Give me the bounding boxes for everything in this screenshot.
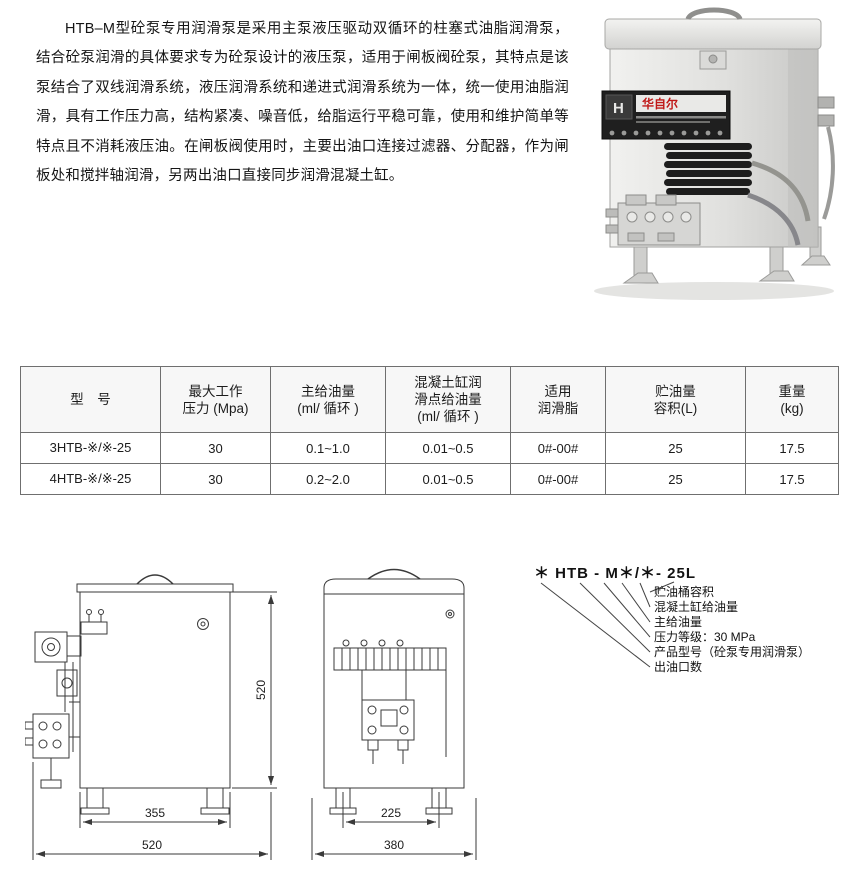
header-line: 润滑脂 — [537, 400, 579, 416]
header-line: (ml/ 循环 ) — [417, 409, 479, 424]
hose-coil — [664, 143, 752, 195]
photo-shadow — [594, 282, 834, 300]
table-row: 4HTB-※/※-25 30 0.2~2.0 0.01~0.5 0#-00# 2… — [20, 463, 839, 495]
dim-inner-width: 225 — [342, 792, 440, 828]
col-header-main-oil-feed: 主给油量 (ml/ 循环 ) — [270, 366, 386, 433]
cell-max-pressure: 30 — [160, 432, 271, 464]
tank-side-shade — [788, 47, 818, 247]
dim-outer-width-label: 520 — [142, 838, 162, 852]
header-line: 主给油量 — [301, 383, 355, 399]
dim-inner-width-label: 225 — [381, 806, 401, 820]
legend-label-outlet-count: 出油口数 — [654, 659, 702, 674]
dim-height-label: 520 — [254, 680, 268, 700]
header-line: 压力 (Mpa) — [182, 400, 249, 416]
legend-label-pressure-grade: 压力等级：30 MPa — [654, 630, 756, 644]
control-panel: H 华自尔 — [601, 90, 731, 140]
cell-weight: 17.5 — [745, 463, 839, 495]
product-photo: H 华自尔 — [594, 7, 835, 300]
header-line: 最大工作 — [188, 383, 243, 399]
cell-model: 3HTB-※/※-25 — [20, 432, 161, 464]
model-code-text: ＊ HTB - M＊/＊- 25L — [534, 565, 696, 582]
cell-max-pressure: 30 — [160, 463, 271, 495]
spec-table: 型 号 最大工作 压力 (Mpa) 主给油量 (ml/ 循环 ) 混凝土缸润 滑… — [20, 366, 839, 495]
outlet-hose — [747, 192, 801, 246]
side-fittings — [817, 96, 835, 220]
header-line: 贮油量 — [655, 383, 696, 399]
legend-label-cylinder-oil-feed: 混凝土缸给油量 — [654, 599, 738, 614]
table-header-row: 型 号 最大工作 压力 (Mpa) 主给油量 (ml/ 循环 ) 混凝土缸润 滑… — [20, 366, 839, 433]
col-header-max-pressure: 最大工作 压力 (Mpa) — [160, 366, 271, 433]
cell-tank-volume: 25 — [605, 463, 746, 495]
dim-height: 520 — [232, 591, 277, 789]
brand-text: 华自尔 — [642, 96, 678, 111]
legend-label-product-model: 产品型号（砼泵专用润滑泵） — [654, 644, 810, 659]
dim-outer-width-label: 380 — [384, 838, 404, 852]
header-line: 型 号 — [70, 392, 111, 407]
col-header-tank-volume: 贮油量 容积(L) — [605, 366, 746, 433]
tank-outline — [76, 574, 234, 789]
header-line: 混凝土缸润 — [414, 375, 482, 390]
lid-handle — [685, 7, 743, 21]
dim-outer-width: 380 — [311, 798, 477, 860]
latch-knob — [708, 54, 718, 64]
tank-outline — [323, 568, 465, 789]
header-line: (kg) — [780, 400, 804, 416]
cell-tank-volume: 25 — [605, 432, 746, 464]
intro-paragraph: HTB–M型砼泵专用润滑泵是采用主泵液压驱动双循环的柱塞式油脂润滑泵，结合砼泵润… — [36, 21, 569, 185]
legend-label-main-oil-feed: 主给油量 — [654, 615, 702, 629]
legs — [80, 787, 230, 815]
cell-cylinder-oil-feed: 0.01~0.5 — [385, 463, 511, 495]
cell-grease: 0#-00# — [510, 432, 606, 464]
col-header-grease: 适用 润滑脂 — [510, 366, 606, 433]
cell-main-oil-feed: 0.1~1.0 — [270, 432, 386, 464]
logo-mark: H — [613, 100, 624, 117]
dim-outer-width: 520 — [32, 762, 272, 860]
col-header-weight: 重量 (kg) — [745, 366, 839, 433]
header-line: 滑点给油量 — [414, 392, 482, 407]
dim-inner-width: 355 — [79, 792, 231, 828]
cell-grease: 0#-00# — [510, 463, 606, 495]
col-header-cylinder-oil-feed: 混凝土缸润 滑点给油量 (ml/ 循环 ) — [385, 366, 511, 433]
header-line: 适用 — [544, 383, 572, 399]
header-line: 容积(L) — [653, 400, 698, 416]
legend-label-tank-volume: 贮油桶容积 — [654, 584, 714, 599]
panel-indicator-dots — [609, 130, 723, 136]
internal-assembly-drawing — [333, 639, 447, 764]
cell-cylinder-oil-feed: 0.01~0.5 — [385, 432, 511, 464]
cell-main-oil-feed: 0.2~2.0 — [270, 463, 386, 495]
model-code-legend: ＊ HTB - M＊/＊- 25L 贮油桶容积 混凝土缸给油量 主给油量 压力等… — [534, 565, 810, 674]
legend-leader-lines — [540, 581, 675, 668]
table-row: 3HTB-※/※-25 30 0.1~1.0 0.01~0.5 0#-00# 2… — [20, 432, 839, 464]
dim-inner-width-label: 355 — [145, 806, 165, 820]
cell-weight: 17.5 — [745, 432, 839, 464]
header-line: 重量 — [778, 383, 806, 399]
side-view-drawing: 225 380 — [311, 568, 477, 860]
header-line: (ml/ 循环 ) — [297, 400, 359, 416]
outlet-hose — [751, 160, 811, 222]
pump-assembly-drawing — [25, 609, 108, 789]
col-header-model: 型 号 — [20, 366, 161, 433]
pump-lid — [604, 18, 822, 50]
cell-model: 4HTB-※/※-25 — [20, 463, 161, 495]
front-view-drawing: 520 355 520 — [25, 574, 277, 860]
outlet-manifold — [605, 194, 701, 246]
